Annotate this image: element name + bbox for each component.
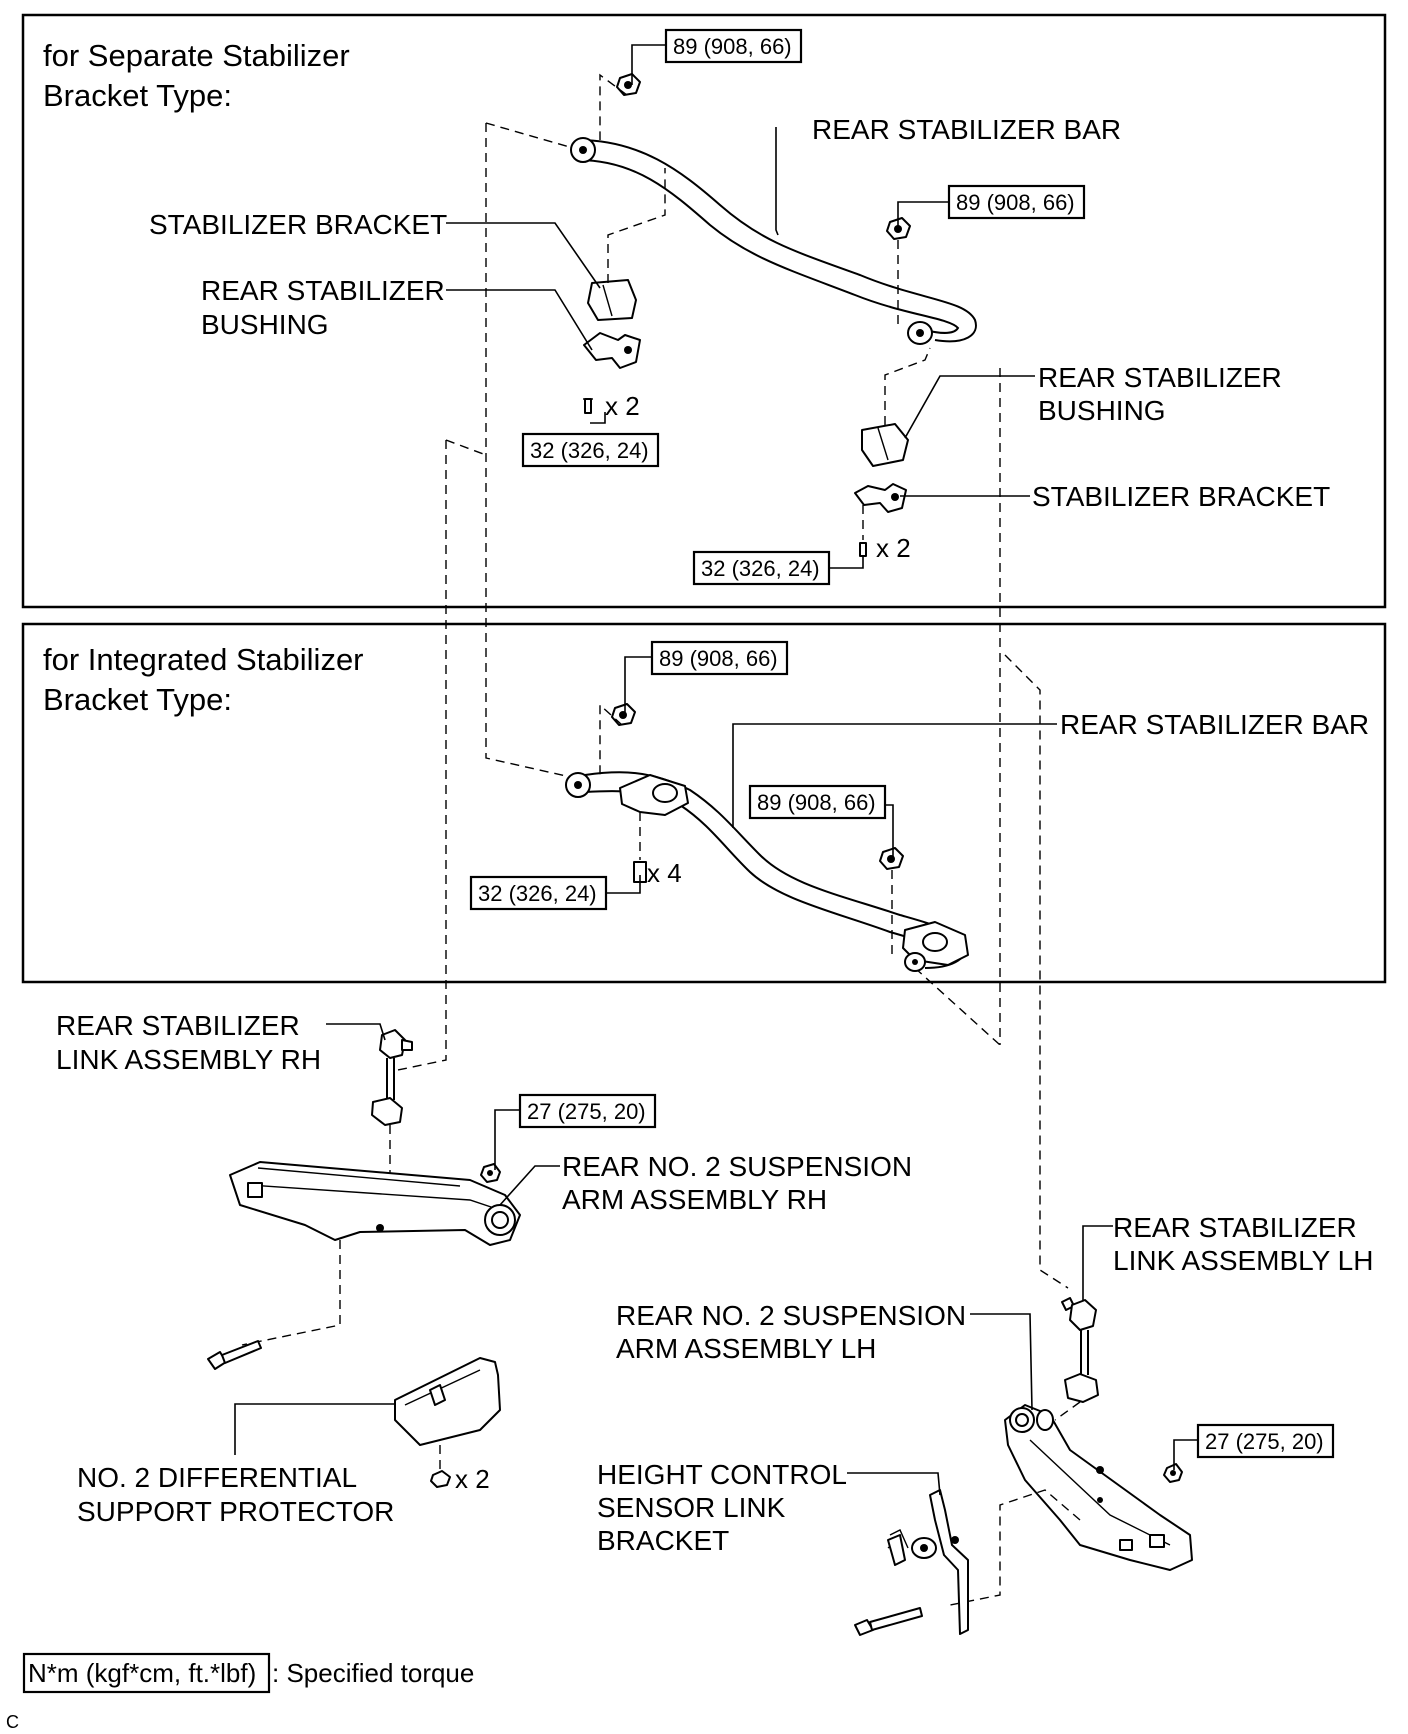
torque-legend: N*m (kgf*cm, ft.*lbf) : Specified torque (22, 1652, 474, 1694)
suspension-arm-rh (229, 1161, 521, 1346)
nut-separate-right (886, 217, 911, 325)
svg-text:27 (275, 20): 27 (275, 20) (527, 1099, 646, 1124)
nut-arm-lh (1163, 1463, 1183, 1483)
label-bushing-right-line1: REAR STABILIZER (1038, 362, 1282, 393)
legend-unit: N*m (kgf*cm, ft.*lbf) (28, 1658, 256, 1688)
nut-integrated-left (599, 703, 636, 775)
torque-box-sep-nut-left: 89 (908, 66) (664, 28, 803, 64)
label-rear-stabilizer-bushing-line1: REAR STABILIZER (201, 275, 445, 306)
label-rear-stabilizer-bar: REAR STABILIZER BAR (812, 114, 1121, 145)
integrated-type-frame (21, 622, 1387, 984)
svg-text:27 (275, 20): 27 (275, 20) (1205, 1429, 1324, 1454)
label-height-sensor-line3: BRACKET (597, 1525, 729, 1556)
qty-int: x 4 (647, 858, 682, 888)
label-link-lh-line2: LINK ASSEMBLY LH (1113, 1245, 1373, 1276)
rear-stabilizer-bar-integrated (565, 771, 969, 972)
differential-support-protector (394, 1357, 501, 1488)
bracket-separate-left (583, 332, 641, 414)
torque-box-arm-lh: 27 (275, 20) (1196, 1423, 1335, 1459)
torque-box-int-nut-right: 89 (908, 66) (748, 784, 887, 820)
label-diff-protector-line1: NO. 2 DIFFERENTIAL (77, 1462, 357, 1493)
bushing-separate-left (587, 168, 666, 321)
label-rear-stabilizer-bushing-line2: BUSHING (201, 309, 329, 340)
label-link-lh-line1: REAR STABILIZER (1113, 1212, 1357, 1243)
torque-box-arm-rh: 27 (275, 20) (518, 1093, 657, 1129)
label-link-rh-line1: REAR STABILIZER (56, 1010, 300, 1041)
label-diff-protector-line2: SUPPORT PROTECTOR (77, 1496, 394, 1527)
label-arm-lh-line1: REAR NO. 2 SUSPENSION (616, 1300, 966, 1331)
bolt-integrated (633, 812, 647, 883)
bolt-arm-rh (207, 1340, 262, 1370)
nut-separate-left (599, 73, 641, 140)
qty-sep-right: x 2 (876, 533, 911, 563)
label-height-sensor-line2: SENSOR LINK (597, 1492, 786, 1523)
svg-text:89 (908, 66): 89 (908, 66) (956, 190, 1075, 215)
suspension-arm-lh (949, 1404, 1193, 1606)
label-link-rh-line2: LINK ASSEMBLY RH (56, 1044, 321, 1075)
svg-text:32 (326, 24): 32 (326, 24) (478, 881, 597, 906)
qty-diff: x 2 (455, 1464, 490, 1494)
bushing-separate-right (861, 347, 931, 467)
svg-text:89 (908, 66): 89 (908, 66) (673, 34, 792, 59)
separate-type-frame (21, 13, 1387, 609)
stabilizer-link-rh (371, 1029, 413, 1180)
corner-code: C (6, 1712, 19, 1732)
torque-box-sep-bolt-left: 32 (326, 24) (521, 432, 660, 468)
svg-text:32 (326, 24): 32 (326, 24) (701, 556, 820, 581)
height-control-sensor-link-bracket (854, 1489, 969, 1636)
label-stabilizer-bracket: STABILIZER BRACKET (149, 209, 447, 240)
bracket-separate-right (854, 483, 907, 557)
torque-box-sep-nut-right: 89 (908, 66) (947, 184, 1086, 220)
nut-arm-rh (480, 1163, 501, 1183)
label-arm-rh-line2: ARM ASSEMBLY RH (562, 1184, 827, 1215)
separate-type-title-line2: Bracket Type: (43, 78, 232, 113)
assembly-guide-lines (397, 122, 1069, 1289)
label-arm-rh-line1: REAR NO. 2 SUSPENSION (562, 1151, 912, 1182)
torque-box-sep-bolt-right: 32 (326, 24) (692, 550, 831, 586)
rear-stabilizer-bar-separate (570, 137, 977, 345)
label-rear-stabilizer-bar-integrated: REAR STABILIZER BAR (1060, 709, 1369, 740)
integrated-type-title-line2: Bracket Type: (43, 682, 232, 717)
separate-type-title-line1: for Separate Stabilizer (43, 38, 350, 73)
label-height-sensor-line1: HEIGHT CONTROL (597, 1459, 847, 1490)
qty-sep-left: x 2 (605, 391, 640, 421)
svg-text:89 (908, 66): 89 (908, 66) (659, 646, 778, 671)
nut-integrated-right (879, 847, 904, 960)
label-arm-lh-line2: ARM ASSEMBLY LH (616, 1333, 876, 1364)
stabilizer-link-lh (1054, 1297, 1099, 1421)
integrated-type-title-line1: for Integrated Stabilizer (43, 642, 364, 677)
svg-text:32 (326, 24): 32 (326, 24) (530, 438, 649, 463)
torque-box-int-nut-left: 89 (908, 66) (650, 640, 789, 676)
leader-lines (234, 44, 1198, 1496)
torque-box-int-bolt: 32 (326, 24) (469, 875, 608, 911)
label-bushing-right-line2: BUSHING (1038, 395, 1166, 426)
svg-text:89 (908, 66): 89 (908, 66) (757, 790, 876, 815)
label-bracket-right: STABILIZER BRACKET (1032, 481, 1330, 512)
legend-text: : Specified torque (272, 1658, 474, 1688)
